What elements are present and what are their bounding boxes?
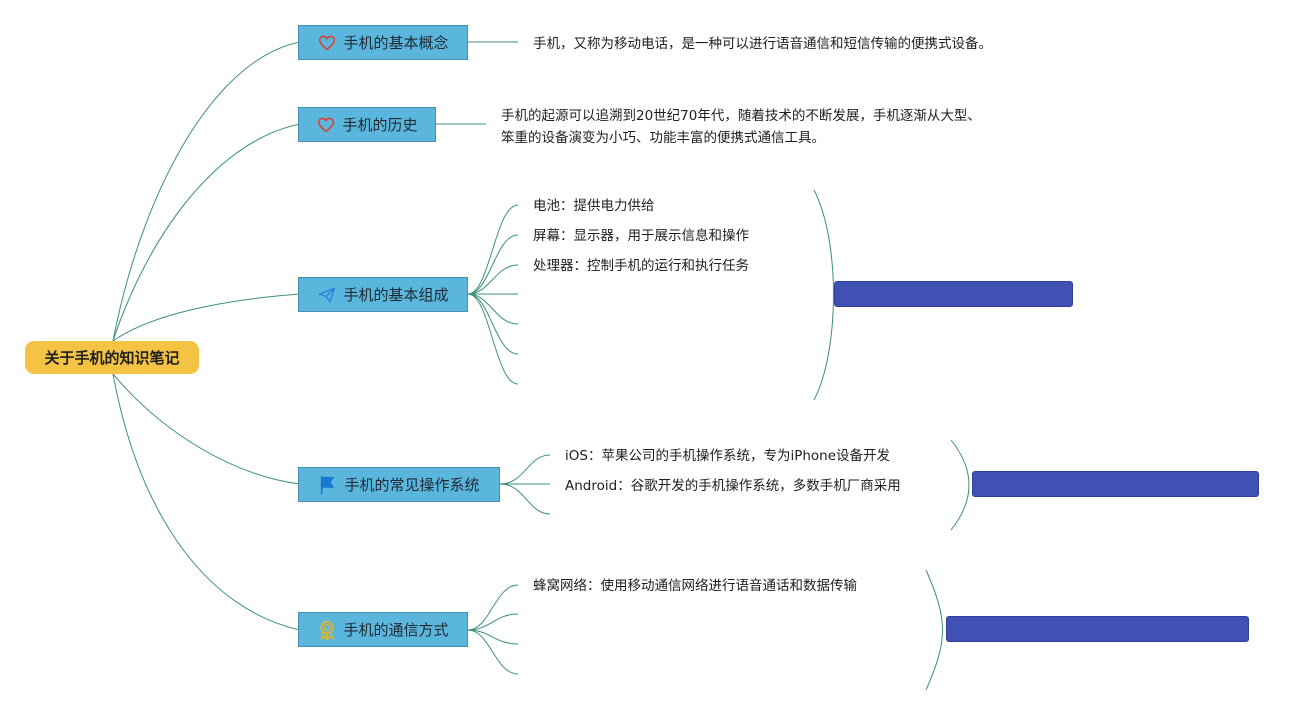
topic-components[interactable]: 手机的基本组成 <box>298 277 468 312</box>
root-label: 关于手机的知识笔记 <box>44 349 180 367</box>
heart-icon <box>316 115 336 135</box>
history-text-line2: 笨重的设备演变为小巧、功能丰富的便携式通信工具。 <box>501 130 825 146</box>
edge-root-history <box>112 123 301 342</box>
edge-root-concept <box>112 41 301 342</box>
component-item-processor: 处理器：控制手机的运行和执行任务 <box>533 258 749 274</box>
paper-plane-icon <box>317 285 337 305</box>
heart-icon <box>317 33 337 53</box>
topic-label: 手机的历史 <box>342 116 418 134</box>
concept-text: 手机，又称为移动电话，是一种可以进行语音通信和短信传输的便携式设备。 <box>533 36 992 52</box>
topic-label: 手机的通信方式 <box>343 621 449 639</box>
topic-communication[interactable]: 手机的通信方式 <box>298 612 468 647</box>
comm-item-cellular: 蜂窝网络：使用移动通信网络进行语音通话和数据传输 <box>533 578 857 594</box>
component-item-battery: 电池：提供电力供给 <box>533 198 655 214</box>
topic-label: 手机的基本组成 <box>343 286 449 304</box>
summary-communication[interactable] <box>946 616 1249 642</box>
edge-root-components <box>112 293 301 342</box>
root-node[interactable]: 关于手机的知识笔记 <box>25 341 199 374</box>
topic-history[interactable]: 手机的历史 <box>298 107 436 142</box>
component-item-screen: 屏幕：显示器，用于展示信息和操作 <box>533 228 749 244</box>
flag-icon <box>318 475 338 495</box>
topic-label: 手机的基本概念 <box>343 34 449 52</box>
summary-os[interactable] <box>972 471 1259 497</box>
topic-basic-concept[interactable]: 手机的基本概念 <box>298 25 468 60</box>
topic-label: 手机的常见操作系统 <box>344 476 480 494</box>
summary-components[interactable] <box>834 281 1073 307</box>
award-ribbon-icon <box>317 620 337 640</box>
os-item-android: Android：谷歌开发的手机操作系统，多数手机厂商采用 <box>565 478 901 494</box>
summary-brace-components <box>813 189 834 401</box>
history-text-line1: 手机的起源可以追溯到20世纪70年代，随着技术的不断发展，手机逐渐从大型、 <box>501 108 981 124</box>
edge-root-os <box>112 373 301 485</box>
topic-operating-systems[interactable]: 手机的常见操作系统 <box>298 467 500 502</box>
edge-root-comm <box>112 373 301 631</box>
os-item-ios: iOS：苹果公司的手机操作系统，专为iPhone设备开发 <box>565 448 891 464</box>
summary-brace-comm <box>925 569 943 691</box>
summary-brace-os <box>950 439 970 531</box>
